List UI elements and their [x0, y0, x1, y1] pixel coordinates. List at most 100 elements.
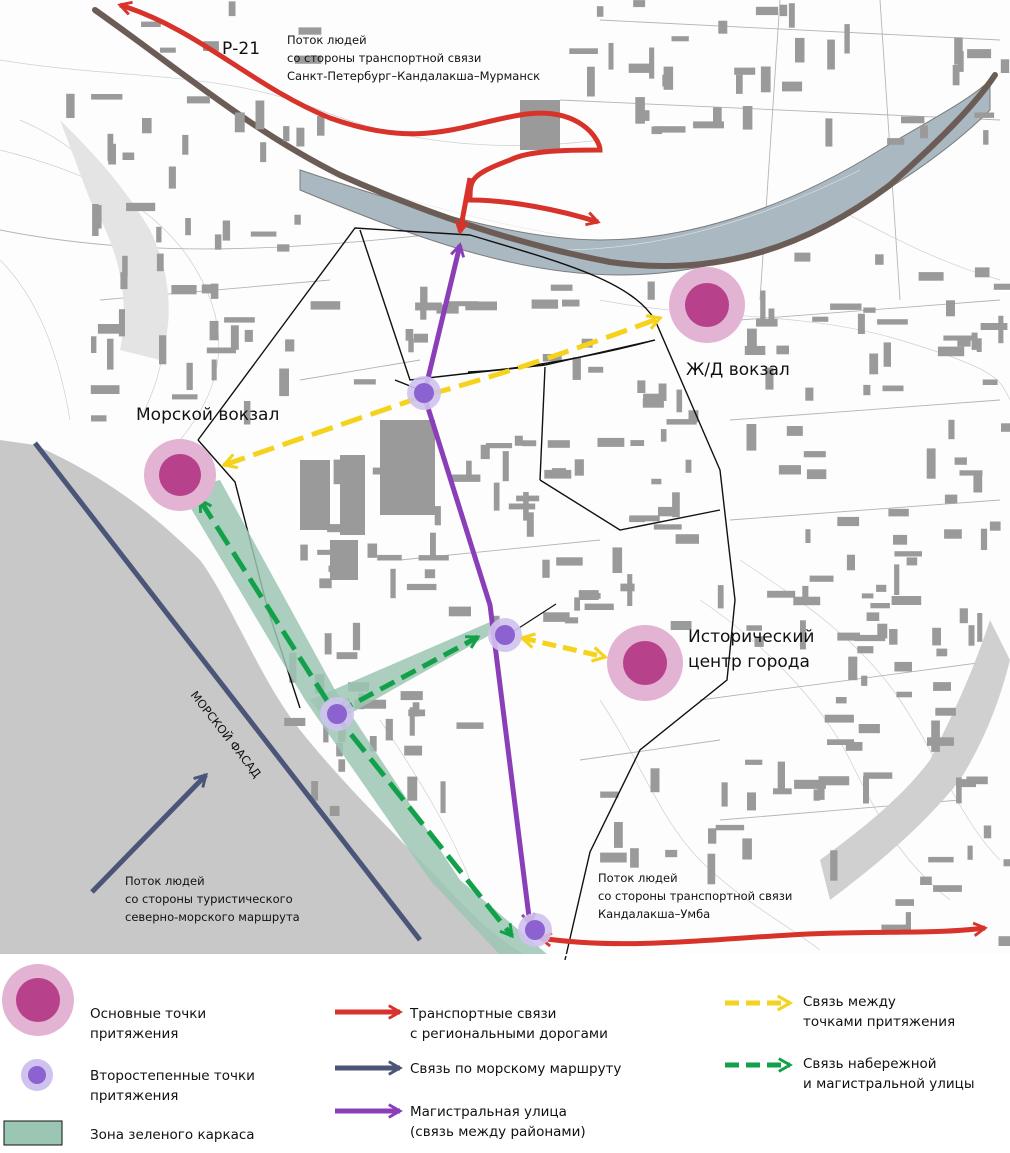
building: [676, 534, 699, 544]
building: [325, 633, 332, 654]
building: [743, 106, 753, 130]
legend-attraction-link-1: Связь между: [803, 994, 896, 1010]
legend-attraction-link-2: точками притяжения: [803, 1014, 955, 1030]
building: [441, 781, 446, 813]
building: [795, 38, 805, 63]
building: [661, 429, 667, 442]
building: [91, 336, 96, 353]
building: [108, 134, 114, 161]
building: [968, 846, 973, 860]
building: [708, 854, 716, 885]
building: [889, 629, 897, 645]
building: [406, 329, 414, 341]
building: [862, 593, 874, 598]
building: [338, 759, 345, 772]
building: [787, 426, 803, 436]
building: [776, 346, 789, 355]
building: [983, 380, 998, 386]
building: [574, 597, 580, 610]
building-large: [300, 460, 330, 530]
building: [944, 529, 962, 538]
building: [804, 451, 826, 457]
building: [999, 936, 1010, 946]
building: [761, 67, 771, 93]
building: [575, 459, 584, 475]
building: [212, 360, 217, 381]
building: [863, 385, 870, 395]
building: [245, 330, 253, 342]
building: [450, 475, 480, 482]
legend: Основные точки притяжения Второстепенные…: [0, 955, 1010, 1145]
building: [296, 128, 304, 147]
building: [693, 121, 724, 128]
legend-embankment-link-1: Связь набережной: [803, 1056, 937, 1072]
building: [672, 36, 689, 41]
building: [990, 522, 1001, 531]
building: [635, 97, 645, 124]
flow-south-line-2: со стороны транспортной связи: [598, 889, 792, 903]
building: [779, 465, 801, 474]
legend-main-point-symbol: [2, 964, 74, 1036]
building: [260, 142, 266, 162]
building: [185, 218, 191, 235]
building: [542, 560, 549, 578]
building: [745, 760, 762, 765]
building: [901, 116, 924, 123]
building: [960, 470, 983, 475]
building: [920, 125, 928, 138]
building: [600, 792, 618, 798]
building: [869, 354, 878, 375]
building: [319, 578, 331, 588]
legend-secondary-points-2: притяжения: [90, 1088, 178, 1104]
building: [408, 339, 413, 353]
building: [211, 284, 219, 299]
building: [407, 777, 417, 801]
building: [465, 302, 497, 311]
building: [742, 838, 752, 859]
legend-main-points-2: притяжения: [90, 1026, 178, 1042]
building: [867, 612, 880, 621]
building: [509, 504, 535, 510]
building: [846, 742, 863, 751]
building: [887, 138, 904, 145]
building: [588, 593, 600, 599]
building: [677, 390, 683, 413]
building: [516, 496, 539, 502]
building: [825, 715, 854, 723]
building: [354, 379, 376, 384]
building: [812, 317, 828, 322]
building: [629, 515, 659, 521]
building: [892, 596, 922, 605]
building: [532, 300, 559, 309]
building-large: [330, 540, 358, 580]
building: [975, 267, 990, 277]
building: [486, 443, 512, 448]
building: [277, 244, 289, 251]
building: [600, 853, 627, 863]
building: [981, 323, 1008, 330]
building: [585, 604, 614, 610]
building: [551, 285, 573, 291]
building: [573, 357, 581, 380]
building: [182, 135, 188, 155]
building: [716, 825, 744, 830]
building: [503, 451, 509, 481]
building: [884, 342, 891, 366]
building: [126, 203, 155, 211]
building: [734, 68, 755, 75]
building: [630, 440, 644, 446]
building: [435, 506, 441, 525]
building: [171, 285, 196, 294]
building: [597, 6, 604, 17]
building: [648, 282, 655, 300]
building: [794, 253, 810, 262]
building: [830, 304, 861, 310]
building: [224, 317, 255, 322]
building: [893, 535, 907, 545]
building: [390, 569, 395, 598]
building: [984, 826, 991, 839]
building: [311, 301, 341, 309]
building: [633, 0, 645, 7]
building: [877, 624, 887, 639]
building: [896, 692, 912, 698]
